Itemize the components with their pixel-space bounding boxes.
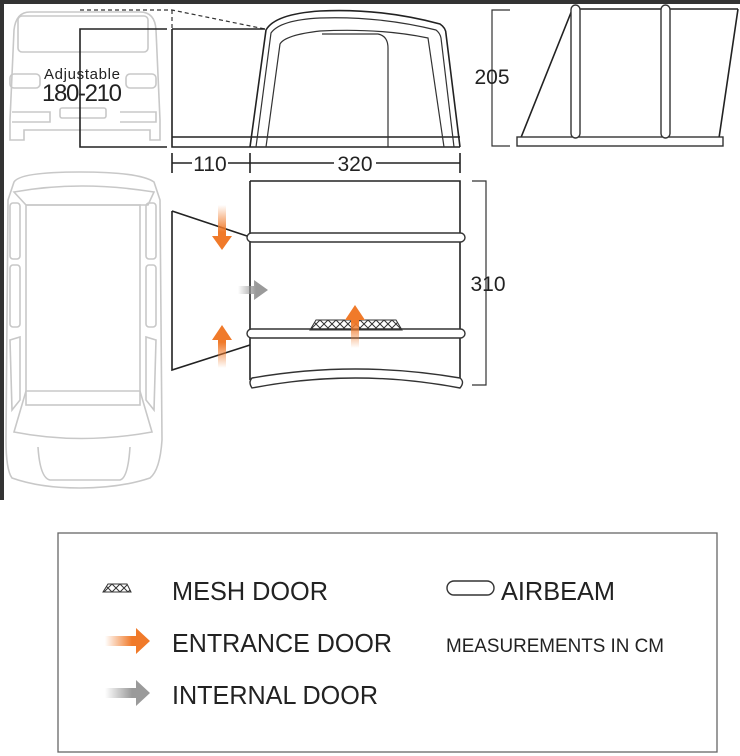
- side-airbeam-rear: [660, 4, 671, 139]
- entrance-door-arrow-icon: [345, 305, 365, 348]
- adjustable-height-bracket: [79, 28, 167, 148]
- tent-top-view: [171, 180, 466, 389]
- top-edge: [0, 0, 740, 4]
- car-top-outline: [5, 171, 163, 489]
- entrance-door-arrow-icon: [212, 205, 232, 250]
- annex-width-label: 110: [193, 153, 226, 176]
- adjustable-range: 180-210: [42, 80, 122, 107]
- tent-width-label: 320: [337, 153, 372, 176]
- legend: MESH DOOR ENTRANCE DOOR INTERNAL DOOR AI…: [57, 532, 718, 753]
- airbeam-front-curved: [249, 368, 464, 389]
- left-edge: [0, 0, 4, 500]
- legend-internal-door: INTERNAL DOOR: [172, 680, 378, 710]
- legend-mesh-door: MESH DOOR: [172, 576, 328, 606]
- depth-label: 310: [470, 273, 505, 296]
- legend-airbeam: AIRBEAM: [501, 576, 615, 606]
- width-dimension: [171, 153, 461, 173]
- tent-front-view: [171, 9, 461, 148]
- legend-entrance-door: ENTRANCE DOOR: [172, 628, 392, 658]
- entrance-door-arrow-icon: [212, 325, 232, 368]
- adjustable-label: Adjustable: [44, 66, 120, 83]
- tent-side-view: [516, 4, 739, 147]
- internal-door-arrow-icon: [238, 280, 268, 300]
- mesh-door-icon: [102, 583, 132, 593]
- units-note: MEASUREMENTS IN CM: [446, 636, 664, 657]
- entrance-door-arrow-icon: [105, 628, 150, 654]
- airbeam-icon: [446, 580, 495, 596]
- height-bracket: [491, 9, 510, 147]
- side-airbeam-front: [570, 4, 581, 139]
- internal-door-arrow-icon: [105, 680, 150, 706]
- car-rear-outline: [9, 11, 161, 141]
- airbeam-top: [246, 232, 466, 243]
- depth-bracket: [472, 180, 487, 386]
- side-height-label: 205: [474, 66, 509, 89]
